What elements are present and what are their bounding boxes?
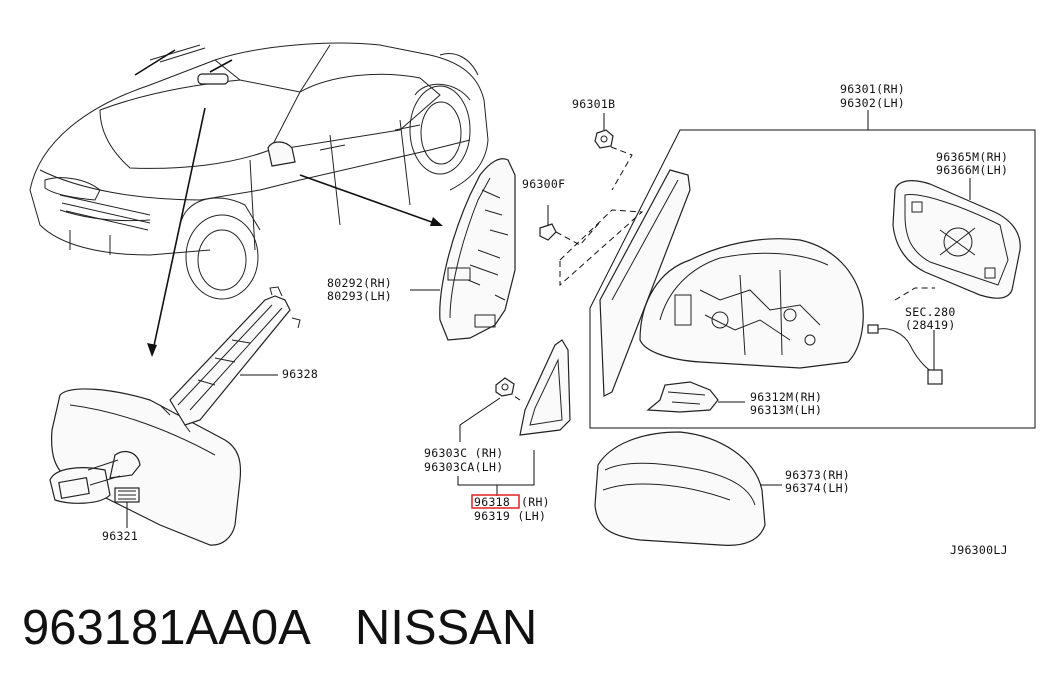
label-96313M: 96313M(LH) [750,403,822,417]
label-sec-280: SEC.280 [905,305,956,319]
mirror-assembly-box [589,129,1036,429]
arrow-to-door-mirror [299,174,441,226]
brand-name: NISSAN [354,601,538,655]
arrow-to-interior-mirror [151,107,206,356]
parts-diagram: 96301(RH) 96302(LH) 96301B 96300F 96365M… [29,42,1036,557]
mirror-housing [639,238,864,369]
label-96366M: 96366M(LH) [936,163,1008,177]
label-96318-rh: (RH) [521,495,550,509]
label-96300F: 96300F [522,177,565,191]
mirror-glass-96365M [892,180,1021,299]
label-96365M: 96365M(RH) [936,150,1008,164]
bracket-96312M [646,381,719,413]
diagram-reference: J96300LJ [950,543,1008,557]
mirror-cover-96373 [594,431,766,546]
mirror-base [599,169,691,397]
triangle-cover-96318 [519,339,571,436]
label-96301: 96301(RH) [840,82,905,96]
label-80292: 80292(RH) [327,276,392,290]
label-96374: 96374(LH) [785,481,850,495]
highlight-box-96318 [471,494,520,509]
label-96302: 96302(LH) [840,96,905,110]
part-number: 963181AA0A [22,601,311,655]
clip-96303C [495,377,515,397]
mirror-cover-96328 [159,286,301,433]
label-96319: 96319 (LH) [474,509,546,523]
label-96312M: 96312M(RH) [750,390,822,404]
label-96321: 96321 [102,529,138,543]
label-96373: 96373(RH) [785,468,850,482]
label-80293: 80293(LH) [327,289,392,303]
label-96301B: 96301B [572,97,615,111]
footer-caption: 963181AA0A NISSAN [22,598,1022,668]
wire-harness [867,324,943,385]
car-illustration [29,42,489,300]
label-96328: 96328 [282,367,318,381]
label-96303CA: 96303CA(LH) [424,460,503,474]
clip-96300F [539,205,557,241]
nut-96301B [594,113,614,149]
label-96318: 96318 [474,495,510,509]
label-sec-28419: (28419) [905,318,956,332]
interior-mirror [49,388,242,546]
label-96303C: 96303C (RH) [424,446,503,460]
finisher-80292 [439,158,516,341]
